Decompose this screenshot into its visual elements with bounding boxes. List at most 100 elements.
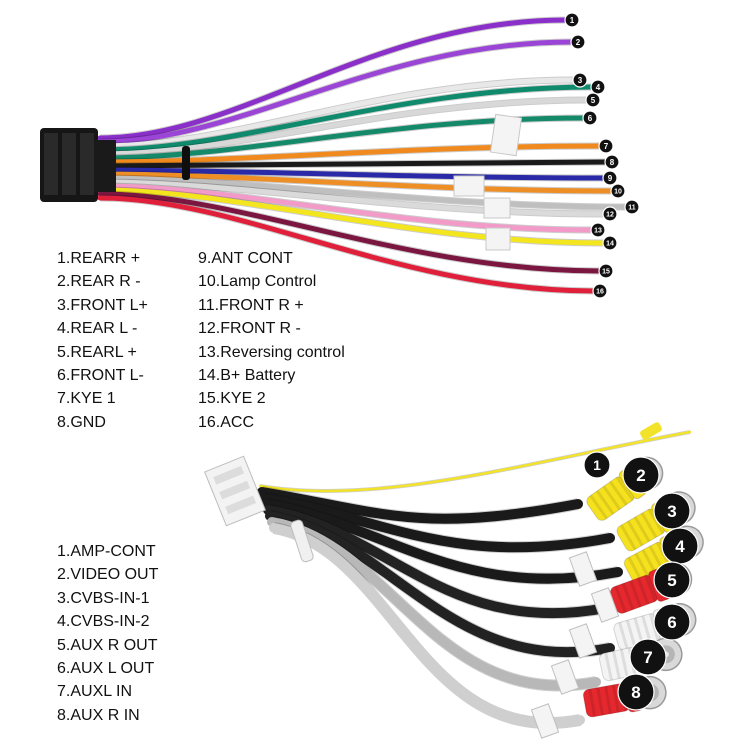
legend-item: 6.FRONT L- — [57, 367, 144, 385]
legend-item: 12.FRONT R - — [198, 320, 301, 338]
legend-item: 5.AUX R OUT — [57, 636, 158, 654]
cable-tag — [568, 551, 598, 587]
number-badge-label: 11 — [628, 205, 636, 212]
legend-item: 9.ANT CONT — [198, 250, 293, 267]
number-badge-label: 3 — [578, 76, 583, 85]
legend-item: 4.REAR L - — [57, 320, 138, 338]
legend-item: 1.REARR + — [57, 250, 141, 267]
legend-item: 1.AMP-CONT — [57, 543, 156, 560]
number-badge-label: 10 — [614, 189, 622, 196]
legend-item: 11.FRONT R + — [198, 296, 304, 314]
wire — [97, 97, 590, 157]
number-badge-label: 8 — [610, 158, 615, 167]
number-badge: 15 — [598, 263, 614, 279]
cable — [258, 430, 692, 493]
legend-item: 3.CVBS-IN-1 — [57, 589, 150, 607]
cable — [269, 523, 585, 728]
number-badge-label: 7 — [643, 648, 652, 667]
number-badge-label: 1 — [570, 16, 575, 25]
cable — [267, 517, 601, 691]
number-badge: 6 — [653, 603, 691, 641]
number-badge-label: 3 — [667, 502, 676, 521]
wire — [97, 167, 607, 181]
number-badge: 3 — [572, 72, 588, 88]
number-badge-label: 13 — [594, 228, 602, 235]
number-badge-label: 7 — [604, 142, 609, 151]
number-badge-label: 15 — [602, 269, 610, 276]
number-badge: 11 — [624, 199, 640, 215]
number-badge-label: 16 — [596, 289, 604, 296]
number-badge: 4 — [590, 79, 606, 95]
cable-tag — [550, 659, 580, 695]
wire — [97, 175, 629, 210]
number-badge-label: 14 — [606, 241, 614, 248]
harness-rca-breakout: 1 2 3 4 5 678 — [204, 422, 704, 739]
legend-harness-a-col2: 9.ANT CONT 10.Lamp Control 11.FRONT R + … — [198, 247, 345, 434]
cable-tag — [590, 587, 620, 623]
number-badge: 12 — [602, 206, 618, 222]
number-badge: 13 — [590, 222, 606, 238]
wire — [97, 17, 569, 141]
number-badge: 7 — [629, 638, 667, 676]
number-badge: 3 — [653, 492, 691, 530]
cable-tag — [568, 623, 598, 659]
wire — [97, 84, 595, 153]
legend-item: 14.B+ Battery — [198, 367, 296, 385]
wire — [97, 179, 607, 217]
cable-tag — [530, 703, 560, 739]
legend-item: 7.AUXL IN — [57, 683, 132, 701]
legend-harness-a-col1: 1.REARR + 2.REAR R - 3.FRONT L+ 4.REAR L… — [57, 247, 148, 434]
harness-b-wires — [257, 430, 692, 729]
number-badge-label: 12 — [606, 212, 614, 219]
cable — [263, 505, 611, 619]
number-badge: 2 — [622, 456, 660, 494]
legend-item: 2.VIDEO OUT — [57, 566, 159, 584]
number-badge-label: 2 — [636, 466, 645, 485]
wire — [97, 77, 577, 149]
number-badge: 10 — [610, 183, 626, 199]
number-badge: 16 — [592, 283, 608, 299]
number-badge-label: 1 — [593, 457, 601, 473]
number-badge: 5 — [585, 92, 601, 108]
legend-item: 5.REARL + — [57, 343, 137, 361]
number-badge: 8 — [604, 154, 620, 170]
legend-item: 16.ACC — [198, 413, 255, 431]
legend-item: 7.KYE 1 — [57, 390, 116, 408]
number-badge: 4 — [661, 527, 699, 565]
harness-b-connector-numbers: 1 2 3 4 5 678 — [583, 451, 699, 711]
number-badge: 7 — [598, 138, 614, 154]
number-badge-label: 5 — [667, 571, 676, 590]
number-badge-label: 6 — [588, 114, 593, 123]
cable — [265, 511, 615, 658]
legend-item: 8.AUX R IN — [57, 706, 140, 724]
number-badge-label: 9 — [608, 174, 613, 183]
wire — [97, 195, 597, 294]
number-badge: 14 — [602, 235, 618, 251]
wire — [97, 39, 575, 145]
cable-tie — [290, 519, 314, 563]
legend-item: 15.KYE 2 — [198, 390, 266, 408]
number-badge-label: 8 — [631, 683, 640, 702]
number-badge-label: 4 — [675, 537, 685, 556]
connector-16-pin — [40, 128, 116, 202]
wire — [97, 159, 609, 169]
cable — [261, 499, 623, 584]
number-badge-label: 4 — [596, 83, 601, 92]
cable — [259, 493, 615, 553]
wire — [97, 183, 595, 233]
wire-tags — [453, 113, 523, 251]
number-badge: 9 — [602, 170, 618, 186]
wire — [97, 171, 615, 194]
connector-white-plug — [204, 455, 266, 527]
legend-harness-b: 1.AMP-CONT 2.VIDEO OUT 3.CVBS-IN-1 4.CVB… — [57, 540, 158, 727]
legend-item: 4.CVBS-IN-2 — [57, 613, 150, 631]
legend-item: 13.Reversing control — [198, 343, 345, 361]
legend-item: 3.FRONT L+ — [57, 296, 148, 314]
wire — [97, 143, 603, 165]
harness-a-wires — [97, 16, 629, 295]
legend-item: 2.REAR R - — [57, 273, 141, 291]
number-badge: 8 — [617, 673, 655, 711]
